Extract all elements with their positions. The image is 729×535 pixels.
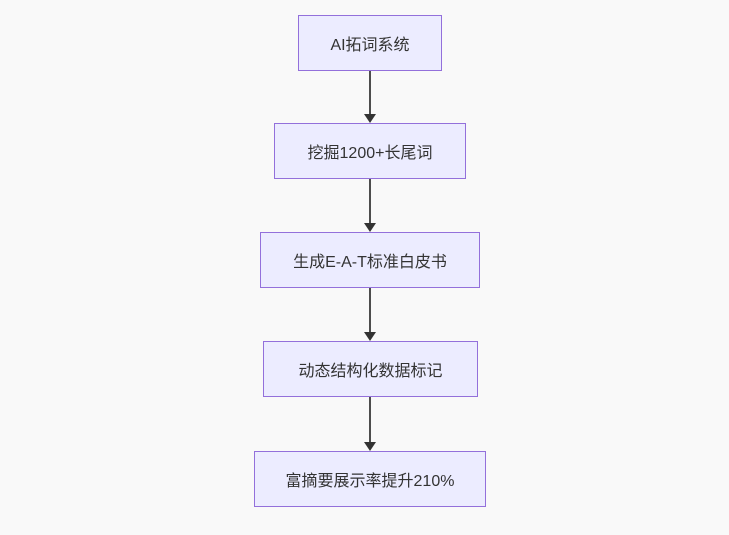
- flow-arrow-2: [363, 179, 377, 232]
- flowchart-node-ai-keyword-system: AI拓词系统: [298, 15, 442, 71]
- flowchart-node-rich-snippet-result: 富摘要展示率提升210%: [254, 451, 486, 507]
- flow-arrow-1: [363, 71, 377, 123]
- flow-arrow-4: [363, 397, 377, 451]
- node-label: 挖掘1200+长尾词: [307, 145, 433, 162]
- flow-arrow-3: [363, 288, 377, 341]
- edge-line: [369, 179, 371, 224]
- edge-line: [369, 397, 371, 443]
- flowchart-node-eat-whitepaper: 生成E-A-T标准白皮书: [260, 232, 480, 288]
- arrow-head-icon: [364, 223, 376, 232]
- node-label: 富摘要展示率提升210%: [285, 473, 455, 490]
- arrow-head-icon: [364, 114, 376, 123]
- flowchart-node-structured-data-markup: 动态结构化数据标记: [263, 341, 478, 397]
- node-label: AI拓词系统: [330, 37, 410, 54]
- arrow-head-icon: [364, 442, 376, 451]
- arrow-head-icon: [364, 332, 376, 341]
- edge-line: [369, 288, 371, 333]
- edge-line: [369, 71, 371, 115]
- node-label: 生成E-A-T标准白皮书: [293, 254, 447, 271]
- node-label: 动态结构化数据标记: [298, 363, 443, 380]
- flowchart-node-longtail-mining: 挖掘1200+长尾词: [274, 123, 466, 179]
